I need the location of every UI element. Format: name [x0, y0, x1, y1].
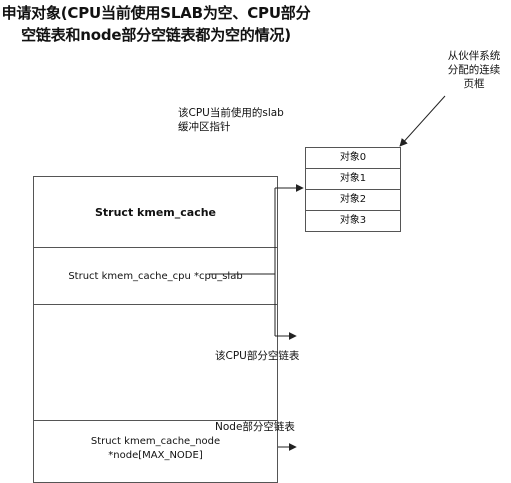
object-box-3: 对象3 [305, 210, 401, 232]
cpu-partial-list-label: 该CPU部分空链表 [215, 350, 300, 362]
diagram-title: 申请对象(CPU当前使用SLAB为空、CPU部分 空链表和node部分空链表都为… [0, 2, 312, 46]
arrow-from-buddy [399, 95, 446, 147]
struct-kmem-cache-header: Struct kmem_cache [33, 176, 278, 248]
title-line-1: 申请对象(CPU当前使用SLAB为空、CPU部分 [1, 4, 311, 22]
object-box-0: 对象0 [305, 147, 401, 169]
buddy-system-label: 从伙伴系统 分配的连续 页框 [447, 50, 501, 90]
cpu-slab-pointer-label: 该CPU当前使用的slab 缓冲区指针 [178, 107, 284, 133]
title-line-2: 空链表和node部分空链表都为空的情况) [21, 26, 291, 44]
node-partial-list-label: Node部分空链表 [215, 421, 295, 433]
